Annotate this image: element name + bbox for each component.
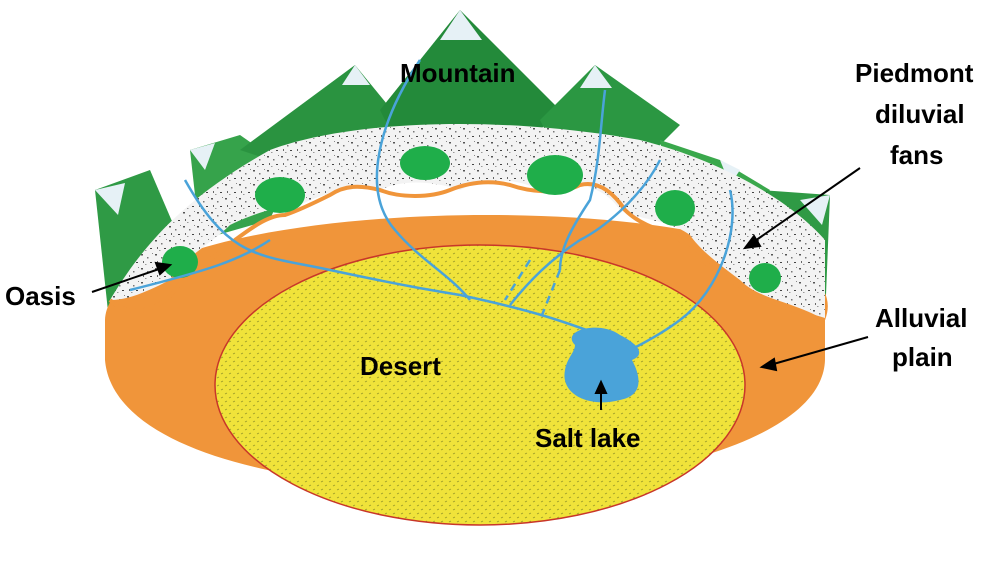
label-oasis: Oasis	[5, 281, 76, 311]
label-desert: Desert	[360, 351, 441, 381]
oasis-2	[255, 177, 305, 213]
oasis-5	[655, 190, 695, 226]
label-piedmont-line3: fans	[890, 140, 943, 170]
oasis-4	[527, 155, 583, 195]
oasis-group	[162, 146, 781, 293]
salt-lake	[564, 327, 640, 403]
desert-area	[214, 244, 746, 526]
piedmont-fan-band	[110, 123, 825, 321]
label-arrows	[91, 167, 869, 410]
river-network	[129, 59, 734, 352]
oasis-6	[749, 263, 781, 293]
label-mountain: Mountain	[400, 58, 516, 88]
label-alluvial-line1: Alluvial	[875, 303, 967, 333]
oasis-1	[162, 246, 198, 278]
label-piedmont-line2: diluvial	[875, 99, 965, 129]
label-alluvial-line2: plain	[892, 342, 953, 372]
label-piedmont-line1: Piedmont	[855, 58, 974, 88]
label-salt-lake: Salt lake	[535, 423, 641, 453]
oasis-3	[400, 146, 450, 180]
